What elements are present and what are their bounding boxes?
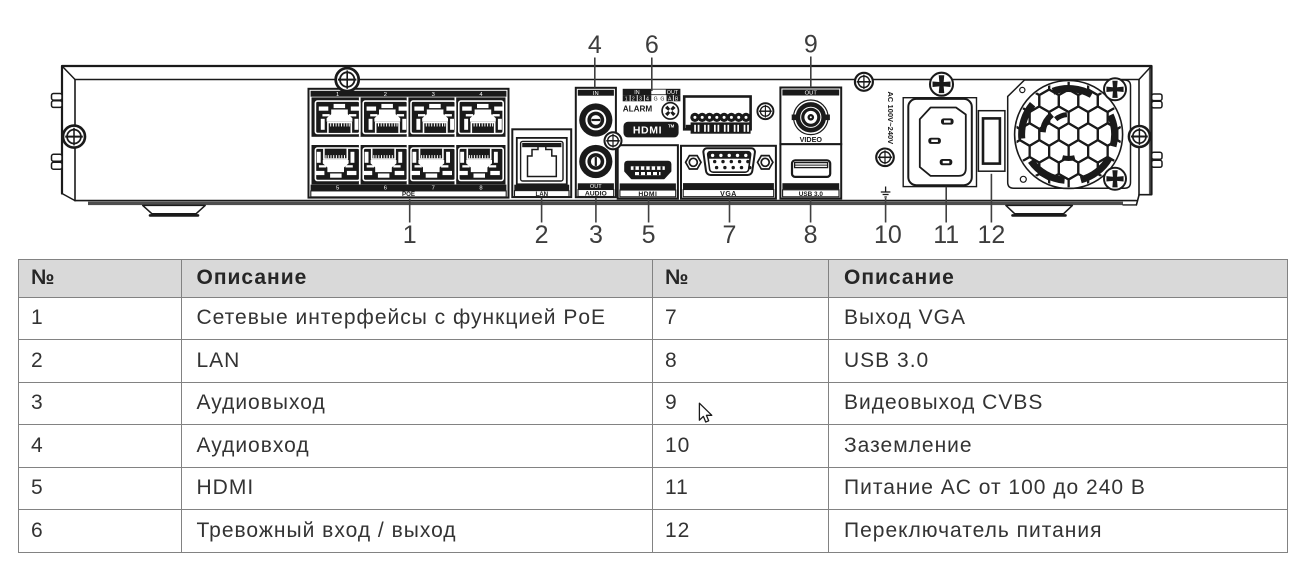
svg-text:AC 100V~240V: AC 100V~240V [886, 92, 895, 145]
svg-text:TM: TM [668, 124, 675, 129]
svg-text:1: 1 [336, 92, 339, 98]
svg-text:4: 4 [646, 96, 649, 102]
svg-text:12: 12 [977, 221, 1005, 249]
svg-text:AUDIO: AUDIO [585, 191, 607, 198]
svg-text:A: A [668, 96, 672, 102]
svg-text:IN: IN [593, 91, 599, 97]
svg-text:8: 8 [804, 221, 818, 249]
svg-text:OUT: OUT [590, 184, 602, 190]
svg-text:B: B [675, 96, 679, 102]
svg-text:9: 9 [804, 31, 818, 59]
svg-text:1: 1 [625, 96, 628, 102]
svg-text:7: 7 [723, 221, 737, 249]
svg-text:VGA: VGA [720, 191, 737, 198]
svg-text:VIDEO: VIDEO [800, 135, 823, 144]
svg-text:USB 3.0: USB 3.0 [799, 191, 824, 198]
svg-text:5: 5 [336, 186, 339, 192]
svg-text:3: 3 [432, 92, 435, 98]
svg-text:4: 4 [479, 92, 483, 98]
svg-text:7: 7 [432, 186, 435, 192]
svg-text:2: 2 [632, 96, 635, 102]
svg-text:5: 5 [642, 221, 656, 249]
svg-text:2: 2 [384, 92, 387, 98]
svg-text:11: 11 [933, 221, 959, 249]
svg-text:4: 4 [588, 31, 602, 59]
svg-text:6: 6 [645, 31, 659, 59]
svg-text:LAN: LAN [535, 191, 548, 198]
svg-text:OUT: OUT [805, 91, 818, 97]
svg-text:10: 10 [874, 221, 902, 249]
svg-text:8: 8 [479, 186, 482, 192]
svg-text:6: 6 [384, 186, 387, 192]
svg-text:HDMI: HDMI [638, 191, 657, 198]
svg-text:IN: IN [634, 90, 639, 96]
svg-text:G: G [660, 96, 664, 102]
svg-text:OUT: OUT [667, 90, 679, 96]
svg-text:HDMI: HDMI [633, 125, 662, 137]
svg-text:G: G [654, 96, 658, 102]
svg-text:3: 3 [589, 221, 603, 249]
svg-text:1: 1 [403, 221, 417, 249]
svg-text:2: 2 [535, 221, 549, 249]
svg-text:POE: POE [402, 191, 415, 198]
svg-text:ALARM: ALARM [623, 105, 653, 114]
svg-text:3: 3 [639, 96, 642, 102]
